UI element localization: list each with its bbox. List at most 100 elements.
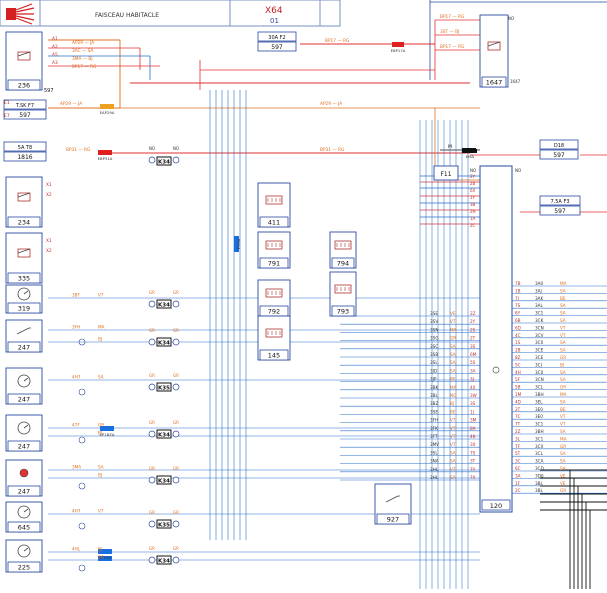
pin-left-3	[148, 430, 156, 438]
splice-ep13b	[98, 556, 112, 561]
right-code-28: 3BL	[535, 488, 544, 493]
right-code-4: 3C1	[535, 311, 544, 316]
right-code-22: 3CX	[535, 444, 544, 449]
bus-pin-19: 7Y	[470, 467, 476, 472]
splice-ep13a-label: EP13A	[99, 555, 112, 560]
switch-lever	[385, 495, 400, 503]
bus-code-8: 3JP	[430, 377, 437, 382]
bus-pin-14: 8A	[470, 426, 476, 431]
right-code-18: 3E0	[535, 414, 543, 419]
k-top-l: NO	[149, 146, 155, 151]
bus-color-3: GR	[450, 336, 456, 341]
right-color-3: SA	[560, 303, 566, 308]
pin-e1: E1	[4, 100, 10, 106]
right-color-1: SA	[560, 288, 566, 293]
right-color-24: SA	[560, 459, 566, 464]
relay-contact	[487, 41, 501, 47]
connector-icon	[334, 240, 352, 250]
right-pin-23: 5T	[515, 451, 521, 456]
component-236-label-tab	[7, 79, 41, 91]
gauge-icon	[17, 374, 31, 388]
component-247-d-label: 247	[18, 488, 30, 496]
component-335-label-tab	[7, 272, 41, 284]
component-645-label-tab	[7, 521, 41, 533]
bus-code-1: 3SV	[430, 319, 438, 324]
module-120-icon	[492, 366, 500, 374]
ground-symbol-0	[78, 338, 86, 346]
gauge-icon	[17, 544, 31, 558]
wire-row-code-8: 4H7	[72, 509, 81, 514]
fuse-597-a-label-box	[3, 109, 47, 120]
fuse-597-c-top	[539, 139, 579, 150]
ground-symbol-5	[78, 564, 86, 572]
bus-color-2: MA	[450, 327, 457, 332]
fuse-597-d-top	[539, 195, 581, 206]
splice-ebp17a-label: EBP17A	[391, 48, 406, 53]
right-code-7: 3CV	[535, 333, 544, 338]
component-234-label: 234	[18, 219, 30, 227]
bus-code-20: 3HL	[430, 475, 439, 480]
connector-icon	[265, 288, 283, 298]
connector-body	[265, 195, 283, 205]
label-ap29-top: AP29 — JA	[72, 40, 94, 46]
component-927-label: 927	[387, 516, 399, 524]
ground-label: M	[448, 144, 452, 150]
right-code-21: 3C1	[535, 436, 544, 441]
pin-right-3	[172, 430, 180, 438]
connector-tag-6	[156, 555, 172, 565]
connector-body	[265, 328, 283, 338]
right-code-17: 3E0	[535, 407, 543, 412]
relay-contact	[17, 51, 31, 57]
right-pin-13: 5F	[515, 377, 521, 382]
bus-color-1: VT	[450, 319, 456, 324]
bus-code-15: 3FT	[430, 434, 438, 439]
wire-row-color-8: VT	[98, 509, 104, 514]
right-color-12: SA	[560, 370, 566, 375]
splice-ep1bza-label: EP1BZA	[100, 432, 115, 437]
component-1647-label: 1647	[486, 79, 503, 87]
wire-row-color-2: BJ	[98, 337, 102, 342]
wire-harness-logo-icon	[6, 3, 35, 25]
gauge-dial	[17, 505, 31, 519]
bus-code-11: 3BZ	[430, 401, 439, 406]
gauge-dial	[17, 287, 31, 301]
module-120	[479, 165, 513, 513]
bus-pin-1: 2Y	[470, 319, 476, 324]
right-pin-3: 7S	[515, 303, 521, 308]
fuse-597-a-code: T.SK F7	[15, 103, 34, 109]
ground-symbol-2	[78, 436, 86, 444]
bus-pin-17: 7S	[470, 450, 476, 455]
bus-code-9: 3BK	[430, 385, 439, 390]
k-color-r-3: GR	[173, 420, 179, 425]
connector-tag-0-text: K34	[158, 302, 170, 308]
label-bp31-l: BP31 — RG	[66, 147, 90, 153]
pin-right-0	[172, 300, 180, 308]
k-color-l-3: GR	[149, 420, 155, 425]
bus-color-8: BE	[450, 377, 456, 382]
bus-pin-18: 3T	[470, 459, 476, 464]
splice-e3ma	[234, 236, 239, 252]
fuse-597-c-code: D18	[554, 143, 564, 149]
right-code-19: 3C1	[535, 422, 544, 427]
bus-code-19: 3HL	[430, 467, 439, 472]
gauge-needle	[23, 424, 29, 429]
label-1647-ref: 1647	[510, 79, 521, 84]
connector-tag-4	[156, 475, 172, 485]
fuse-1816-code: 5A T8	[18, 145, 32, 151]
right-color-19: VT	[560, 422, 566, 427]
right-color-5: SA	[560, 318, 566, 323]
right-pin-8: 1S	[515, 340, 521, 345]
switch-lever	[16, 327, 31, 335]
right-color-7: VT	[560, 333, 566, 338]
fuse-597-d-code: 7.5A F3	[550, 199, 569, 205]
module-top-pin-3: 1Y	[470, 195, 476, 200]
fuse-597-b-label: 597	[271, 44, 283, 51]
pin-a3: A3	[52, 60, 58, 66]
right-code-25: 3CD	[535, 466, 544, 471]
bus-pin-2: 2S	[470, 327, 476, 332]
relay-icon	[17, 51, 31, 61]
right-color-2: BE	[560, 296, 566, 301]
bus-color-19: VT	[450, 467, 456, 472]
right-pin-10: 8Z	[515, 355, 521, 360]
gauge-dial	[17, 421, 31, 435]
